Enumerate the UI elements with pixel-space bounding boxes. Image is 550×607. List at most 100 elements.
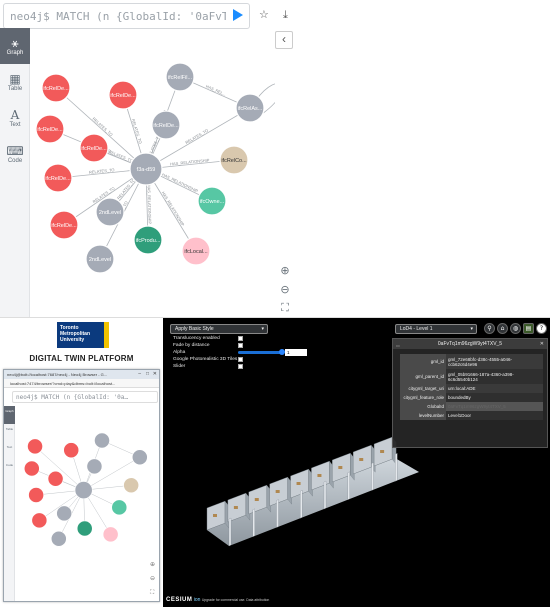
graph-node-circle[interactable] bbox=[219, 145, 249, 175]
mini-nav-code[interactable]: Code bbox=[5, 463, 14, 467]
graph-node-circle[interactable] bbox=[35, 114, 65, 144]
camera-icon[interactable]: ▭ bbox=[396, 343, 400, 348]
graph-node[interactable]: ifcRelAs... bbox=[235, 93, 265, 123]
graph-node-circle[interactable] bbox=[85, 244, 115, 274]
relationship-loop[interactable] bbox=[255, 83, 275, 115]
door-marker[interactable] bbox=[380, 450, 385, 453]
graph-nodes[interactable]: f3a-d59ifcRelDe...ifcRelDe...ifcRelFil..… bbox=[35, 62, 265, 274]
alpha-slider-thumb[interactable] bbox=[279, 349, 285, 355]
graph-node[interactable]: ifcRelDe... bbox=[43, 163, 73, 193]
door-marker[interactable] bbox=[338, 466, 343, 469]
table-row: citygml_feature_role boundedBy bbox=[400, 393, 543, 402]
mini-nav-text[interactable]: Text bbox=[6, 445, 13, 449]
minimize-icon[interactable]: – bbox=[138, 371, 141, 377]
nav-code[interactable]: ⌨ Code bbox=[6, 143, 24, 164]
door-marker[interactable] bbox=[275, 490, 280, 493]
play-icon[interactable] bbox=[233, 9, 243, 21]
graph-node-circle[interactable] bbox=[235, 93, 265, 123]
graph-node-circle[interactable] bbox=[165, 62, 195, 92]
lod-select[interactable]: LoD4 - Level 1 ▾ bbox=[395, 324, 477, 334]
mini-command-bar[interactable]: neo4j$ MATCH (n {GlobalId: '0a… bbox=[12, 391, 158, 403]
zoom-in-icon[interactable]: ⊕ bbox=[280, 264, 290, 277]
graph-node[interactable]: f3a-d59 bbox=[129, 152, 163, 186]
nav-table[interactable]: ▦ Table bbox=[7, 71, 23, 92]
search-icon[interactable]: ⚲ bbox=[484, 323, 495, 334]
relationship-edge[interactable] bbox=[145, 107, 251, 170]
infobox-close-icon[interactable]: ✕ bbox=[539, 341, 544, 347]
embedded-neo4j-window[interactable]: neo4j@bolt://localhost:7687/neo4j - Neo4… bbox=[3, 369, 160, 602]
door-marker[interactable] bbox=[296, 482, 301, 485]
graph-node-circle[interactable] bbox=[129, 152, 163, 186]
graph-node[interactable]: ifcOwne... bbox=[197, 186, 227, 216]
graph-node-circle[interactable] bbox=[41, 73, 71, 103]
mini-node bbox=[28, 487, 44, 503]
graph-node-circle[interactable] bbox=[95, 197, 125, 227]
graph-node[interactable]: ifcRelDe... bbox=[49, 210, 79, 240]
relationship-label: HAS_RELATIONSHIP bbox=[170, 157, 210, 166]
globe-icon[interactable]: ◍ bbox=[510, 323, 521, 334]
fade-checkbox[interactable] bbox=[238, 343, 243, 348]
close-icon[interactable]: ✕ bbox=[152, 371, 157, 377]
style-select[interactable]: Apply Basic Style ▾ bbox=[170, 324, 268, 334]
relationship-edge[interactable] bbox=[55, 87, 147, 170]
door-marker[interactable] bbox=[254, 498, 259, 501]
graph-node[interactable]: ifcRelFil... bbox=[165, 62, 195, 92]
graph-node-circle[interactable] bbox=[133, 225, 163, 255]
graph-node-circle[interactable] bbox=[79, 133, 109, 163]
graph-node-circle[interactable] bbox=[151, 110, 181, 140]
building-partition bbox=[395, 453, 398, 482]
mini-zoom-in-icon[interactable]: ⊕ bbox=[150, 561, 155, 568]
alpha-value-input[interactable]: 1 bbox=[285, 349, 307, 356]
graph-node[interactable]: 2ndLevel bbox=[85, 244, 115, 274]
door-marker[interactable] bbox=[213, 514, 217, 517]
mini-nav-graph[interactable]: Graph bbox=[4, 406, 15, 424]
mini-fit-icon[interactable]: ⛶ bbox=[150, 589, 155, 596]
mini-zoom-out-icon[interactable]: ⊖ bbox=[150, 575, 155, 582]
command-text[interactable]: neo4j$ MATCH (n {GlobalId: '0aFvTq1m96… bbox=[10, 9, 226, 23]
graph-node[interactable]: ifcProdu... bbox=[133, 225, 163, 255]
graph-node-circle[interactable] bbox=[197, 186, 227, 216]
graph-node-label: ifcRelFil... bbox=[168, 75, 193, 81]
graph-node[interactable]: ifcRelDe... bbox=[108, 80, 138, 110]
download-icon[interactable]: ⤓ bbox=[283, 8, 288, 21]
graph-node[interactable]: ifcLocal... bbox=[181, 236, 211, 266]
command-bar[interactable]: neo4j$ MATCH (n {GlobalId: '0aFvTq1m96… bbox=[3, 3, 250, 29]
alpha-slider[interactable] bbox=[238, 351, 283, 354]
graph-node-circle[interactable] bbox=[49, 210, 79, 240]
zoom-out-icon[interactable]: ⊖ bbox=[280, 283, 290, 296]
google-tiles-checkbox[interactable] bbox=[238, 357, 243, 362]
mini-nav-table[interactable]: Table bbox=[5, 427, 14, 431]
graph-node[interactable]: 2ndLevel bbox=[95, 197, 125, 227]
collapse-panel-button[interactable]: ‹ bbox=[275, 31, 293, 49]
home-icon[interactable]: ⌂ bbox=[497, 323, 508, 334]
graph-node[interactable]: ifcRelDe... bbox=[35, 114, 65, 144]
fit-screen-icon[interactable]: ⛶ bbox=[281, 301, 289, 314]
graph-node[interactable]: ifcRelDe... bbox=[41, 73, 71, 103]
door-marker[interactable] bbox=[233, 506, 238, 509]
slider-checkbox[interactable] bbox=[238, 364, 243, 369]
mini-graph-canvas[interactable]: ⊕ ⊖ ⛶ bbox=[15, 406, 160, 602]
building-3d-model[interactable] bbox=[163, 318, 550, 607]
graph-node[interactable]: ifcRelCo... bbox=[219, 145, 249, 175]
graph-node-circle[interactable] bbox=[181, 236, 211, 266]
nav-graph[interactable]: ⚹ Graph bbox=[0, 28, 30, 64]
door-marker[interactable] bbox=[317, 474, 322, 477]
graph-node-circle[interactable] bbox=[108, 80, 138, 110]
graph-node[interactable]: ifcRelDe... bbox=[79, 133, 109, 163]
cesium-viewer[interactable]: Apply Basic Style ▾ Translucency enabled… bbox=[163, 318, 550, 607]
graph-node[interactable]: ifcRelDe... bbox=[151, 110, 181, 140]
translucency-checkbox[interactable] bbox=[238, 336, 243, 341]
star-icon[interactable]: ☆ bbox=[259, 8, 269, 21]
platform-title: DIGITAL TWIN PLATFORM bbox=[29, 354, 134, 363]
graph-node-circle[interactable] bbox=[43, 163, 73, 193]
neo4j-browser: neo4j$ MATCH (n {GlobalId: '0aFvTq1m96… … bbox=[0, 3, 550, 318]
maximize-icon[interactable]: □ bbox=[145, 371, 149, 377]
credit-links[interactable]: Upgrade for commercial use. Data attribu… bbox=[201, 598, 270, 602]
base-layer-icon[interactable]: ▤ bbox=[523, 323, 534, 334]
door-marker[interactable] bbox=[359, 458, 364, 461]
nav-text[interactable]: A Text bbox=[9, 107, 21, 128]
address-bar[interactable]: localhost:7474/browser/?cmd=play&dbms=bo… bbox=[4, 379, 159, 388]
help-icon[interactable]: ? bbox=[536, 323, 547, 334]
graph-node-label: f3a-d59 bbox=[137, 167, 156, 173]
